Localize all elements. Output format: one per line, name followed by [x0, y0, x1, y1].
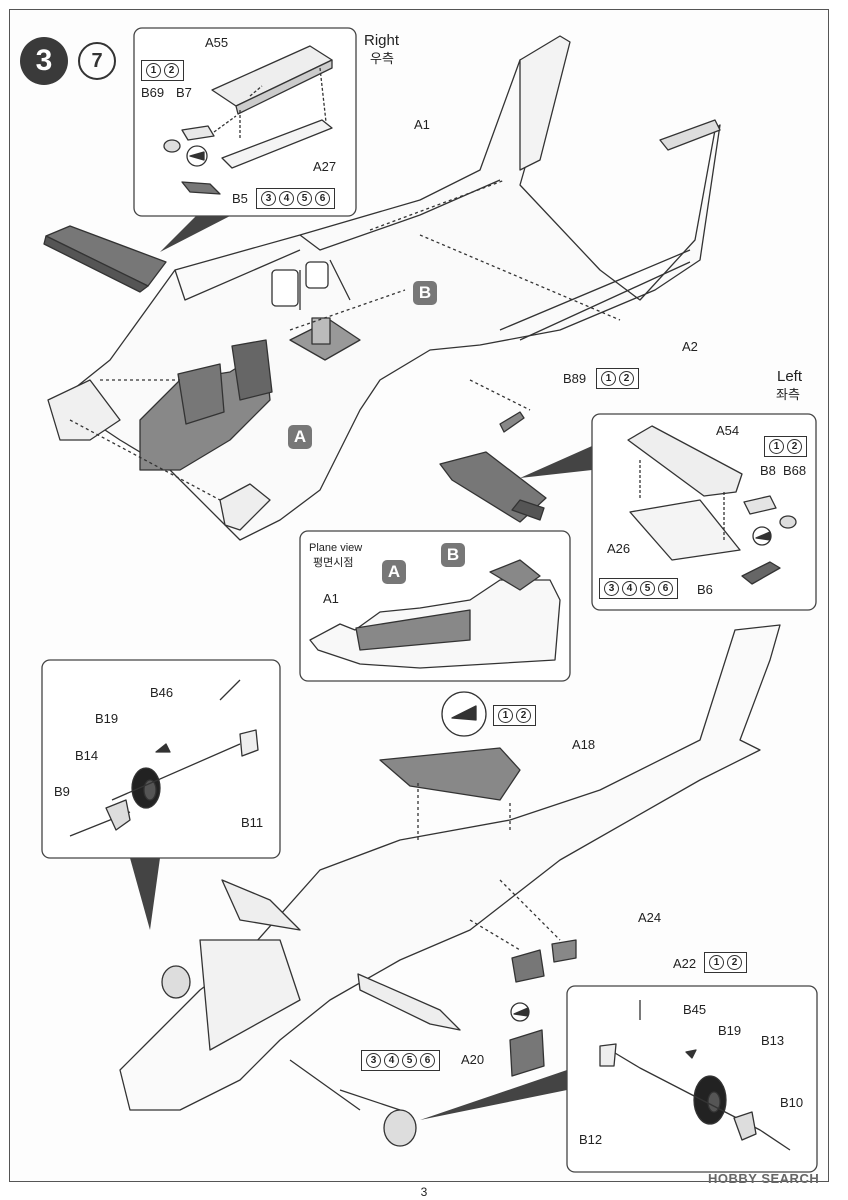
- plane-view-title: Plane view: [309, 542, 363, 554]
- option-5-badge: 5: [297, 191, 312, 206]
- option-set-3-6: 3 4 5 6: [599, 578, 678, 599]
- part-label-a54: A54: [716, 423, 740, 438]
- subassembly-marker-b: B: [413, 281, 437, 305]
- part-label-a1: A1: [414, 117, 430, 132]
- option-6-badge: 6: [658, 581, 673, 596]
- part-label-a18: A18: [572, 737, 596, 752]
- option-5-badge: 5: [402, 1053, 417, 1068]
- option-set-3-6: 3 4 5 6: [256, 188, 335, 209]
- part-label-b8: B8: [760, 463, 776, 478]
- subassembly-marker-b: B: [441, 543, 465, 567]
- part-label-a26: A26: [607, 541, 631, 556]
- option-1-badge: 1: [769, 439, 784, 454]
- option-3-badge: 3: [366, 1053, 381, 1068]
- part-label-b14: B14: [75, 748, 99, 763]
- part-label-b5: B5: [232, 191, 248, 206]
- option-2-badge: 2: [516, 708, 531, 723]
- option-6-badge: 6: [315, 191, 330, 206]
- part-label-b69: B69: [141, 85, 165, 100]
- option-5-badge: 5: [640, 581, 655, 596]
- part-label-b10: B10: [780, 1095, 804, 1110]
- option-3-badge: 3: [261, 191, 276, 206]
- option-set-1-2: 1 2: [141, 60, 184, 81]
- right-side-heading: Right: [364, 32, 400, 49]
- glue-icon: 7: [78, 42, 116, 80]
- part-label-b89: B89: [563, 371, 587, 386]
- option-2-badge: 2: [727, 955, 742, 970]
- part-label-b19: B19: [95, 711, 119, 726]
- subassembly-marker-a: A: [288, 425, 312, 449]
- part-label-b9: B9: [54, 784, 70, 799]
- option-2-badge: 2: [619, 371, 634, 386]
- option-set-1-2: 1 2: [704, 952, 747, 973]
- option-3-badge: 3: [604, 581, 619, 596]
- part-label-b7: B7: [176, 85, 192, 100]
- part-label-a20: A20: [461, 1052, 485, 1067]
- part-label-b68: B68: [783, 463, 807, 478]
- part-label-b12: B12: [579, 1132, 603, 1147]
- option-set-1-2: 1 2: [493, 705, 536, 726]
- option-1-badge: 1: [498, 708, 513, 723]
- option-4-badge: 4: [384, 1053, 399, 1068]
- part-label-a55: A55: [205, 35, 229, 50]
- part-label-b6: B6: [697, 582, 713, 597]
- option-1-badge: 1: [146, 63, 161, 78]
- part-label-b11: B11: [241, 815, 264, 830]
- option-2-badge: 2: [787, 439, 802, 454]
- option-2-badge: 2: [164, 63, 179, 78]
- plane-view-title-ko: 평면시점: [313, 557, 354, 569]
- part-label-a22: A22: [673, 956, 697, 971]
- option-4-badge: 4: [279, 191, 294, 206]
- right-side-heading-ko: 우측: [370, 51, 394, 66]
- part-label-a1-plane-view: A1: [323, 591, 339, 606]
- option-1-badge: 1: [601, 371, 616, 386]
- option-6-badge: 6: [420, 1053, 435, 1068]
- part-label-a27: A27: [313, 159, 337, 174]
- left-side-heading-ko: 좌측: [776, 387, 800, 402]
- part-label-b46: B46: [150, 685, 174, 700]
- part-label-a24: A24: [638, 910, 662, 925]
- part-label-b45: B45: [683, 1002, 707, 1017]
- page-number: 3: [420, 1185, 428, 1199]
- option-4-badge: 4: [622, 581, 637, 596]
- part-label-b13: B13: [761, 1033, 785, 1048]
- subassembly-marker-a: A: [382, 560, 406, 584]
- option-set-1-2: 1 2: [596, 368, 639, 389]
- left-side-heading: Left: [777, 368, 803, 385]
- watermark-logo: HOBBY SEARCH: [708, 1171, 820, 1186]
- option-set-3-6: 3 4 5 6: [361, 1050, 440, 1071]
- option-1-badge: 1: [709, 955, 724, 970]
- part-label-a2: A2: [682, 339, 698, 354]
- option-set-1-2: 1 2: [764, 436, 807, 457]
- part-label-b19-right: B19: [718, 1023, 742, 1038]
- step-number-badge: 3: [20, 37, 68, 85]
